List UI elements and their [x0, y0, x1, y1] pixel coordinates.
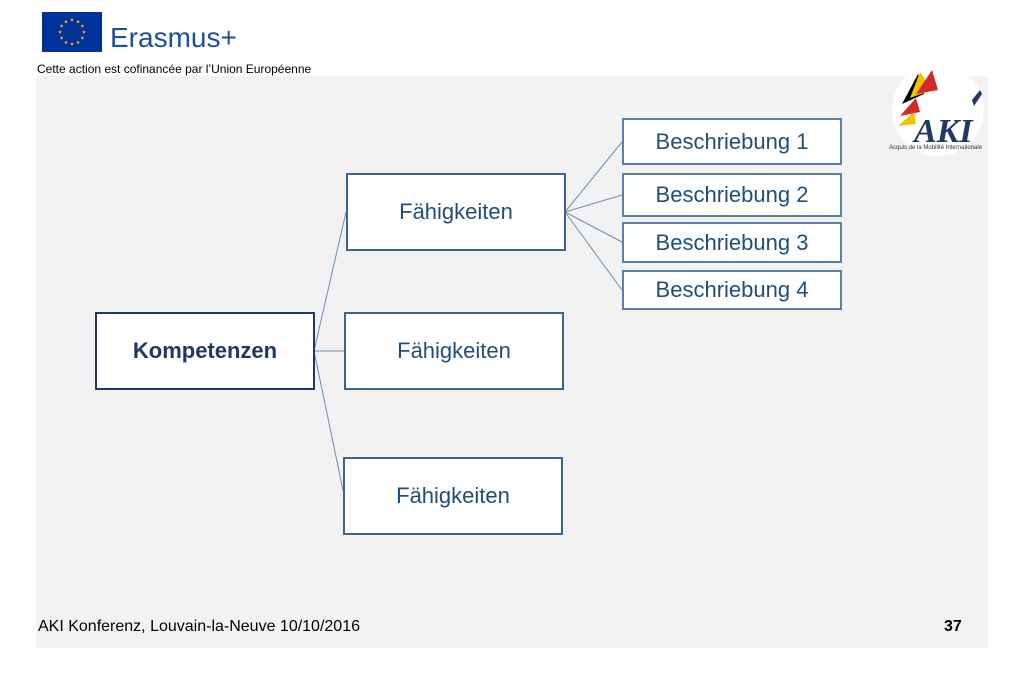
- eu-star-icon: [82, 30, 86, 34]
- description-label: Beschriebung 2: [655, 182, 809, 207]
- eu-flag-icon: [42, 12, 102, 52]
- eu-star-icon: [58, 30, 62, 34]
- page-number: 37: [944, 618, 962, 635]
- description-node-4: Beschriebung 4: [622, 270, 842, 310]
- eu-star-icon: [76, 40, 80, 45]
- skill-node-label: Fähigkeiten: [397, 338, 511, 363]
- skill-node-2: Fähigkeiten: [344, 312, 564, 390]
- eu-star-icon: [59, 36, 64, 40]
- eu-star-icon: [80, 36, 85, 40]
- eu-star-icon: [80, 24, 85, 28]
- connector-line: [564, 194, 623, 213]
- root-node-kompetenzen: Kompetenzen: [95, 312, 315, 390]
- footer-text: AKI Konferenz, Louvain-la-Neuve 10/10/20…: [38, 618, 360, 635]
- aki-logo-icon: AKI: [892, 64, 984, 156]
- eu-star-icon: [70, 18, 74, 22]
- skill-node-1: Fähigkeiten: [346, 173, 566, 251]
- description-node-1: Beschriebung 1: [622, 118, 842, 165]
- skill-node-label: Fähigkeiten: [396, 483, 510, 508]
- eu-star-icon: [64, 40, 68, 45]
- description-label: Beschriebung 1: [655, 128, 809, 154]
- eu-star-icon: [59, 24, 64, 28]
- description-label: Beschriebung 4: [655, 277, 809, 302]
- description-node-2: Beschriebung 2: [622, 173, 842, 217]
- cofinance-notice: Cette action est cofinancée par l’Union …: [37, 62, 312, 76]
- eu-star-icon: [64, 19, 68, 24]
- eu-star-icon: [76, 19, 80, 24]
- svg-text:AKI: AKI: [912, 113, 974, 150]
- eu-star-icon: [70, 42, 74, 46]
- erasmus-brand: Erasmus+: [110, 22, 237, 53]
- connector-line: [313, 350, 345, 496]
- description-label: Beschriebung 3: [655, 229, 809, 255]
- connector-line: [564, 211, 623, 291]
- aki-subtitle: Acquis de la Mobilité Internationale: [889, 145, 983, 151]
- connector-line: [564, 211, 623, 243]
- connector-line: [564, 141, 623, 213]
- connector-line: [313, 211, 347, 352]
- description-node-3: Beschriebung 3: [622, 222, 842, 263]
- skill-node-3: Fähigkeiten: [343, 457, 563, 535]
- skill-node-label: Fähigkeiten: [399, 199, 513, 224]
- root-node-label: Kompetenzen: [132, 338, 278, 363]
